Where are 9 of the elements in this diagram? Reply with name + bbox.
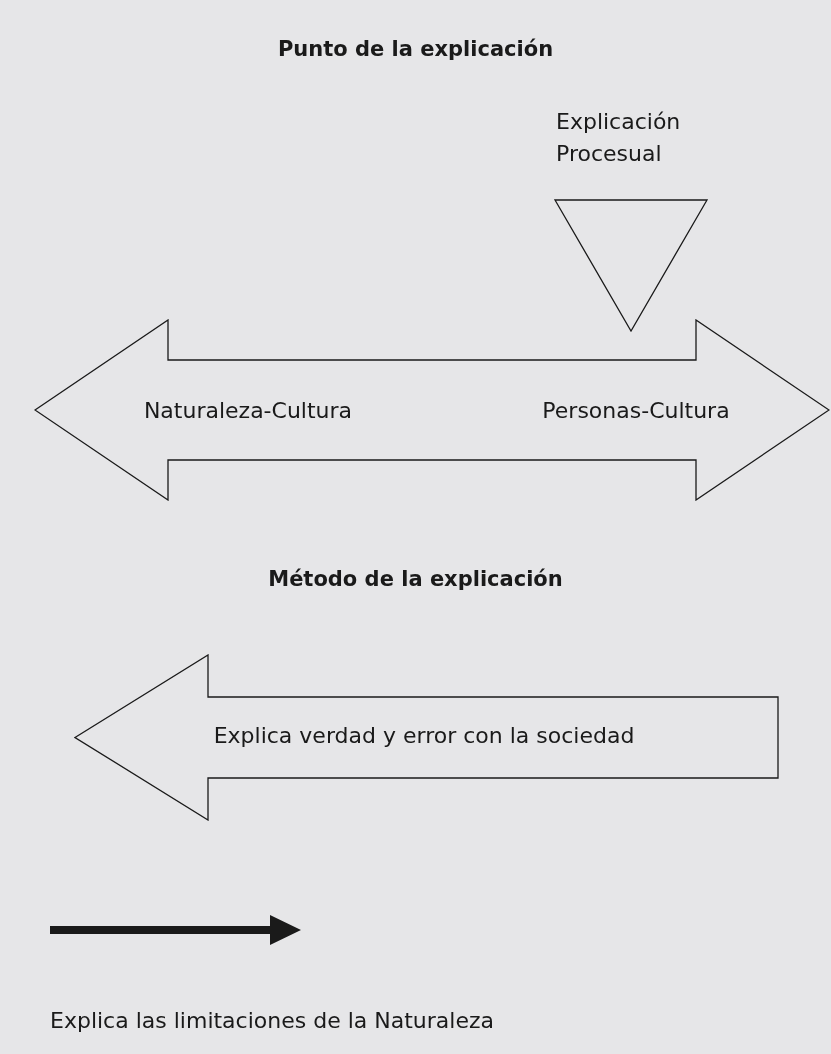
section-heading: Método de la explicación	[267, 566, 564, 593]
node-label: Personas-Cultura	[541, 397, 731, 425]
section-heading: Punto de la explicación	[276, 36, 555, 63]
node-label: Explica verdad y error con la sociedad	[212, 722, 636, 750]
node-label: Naturaleza-Cultura	[142, 397, 354, 425]
legend-text: Explica las limitaciones de la Naturaleza	[50, 1007, 494, 1035]
node-label: Explicación Procesual	[556, 108, 682, 168]
double-arrow-shape	[34, 319, 830, 501]
left-arrow-shape	[74, 654, 779, 821]
